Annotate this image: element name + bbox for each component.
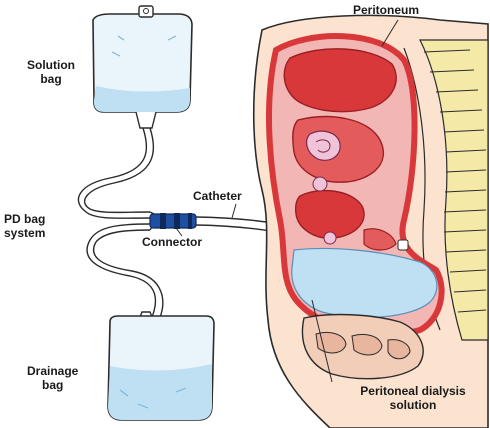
drainage-bag-label-line2: bag [27,378,78,392]
drainage-bag-label-line1: Drainage [27,364,78,378]
drainage-bag [108,312,214,420]
peritoneal-dialysis-solution-label: Peritoneal dialysis solution [338,384,488,412]
catheter-pointer [232,204,236,218]
abdomen-cross-section [254,15,488,428]
pd-bag-system-label-line2: system [4,226,45,240]
solution-bag [93,6,192,128]
pd-solution-label-line2: solution [338,398,488,412]
peritoneum-label: Peritoneum [353,3,419,17]
solution-bag-label-line1: Solution [27,58,75,72]
connector [150,213,196,229]
catheter-label: Catheter [193,189,242,203]
solution-bag-label: Solution bag [27,58,75,86]
pd-solution-label-line1: Peritoneal dialysis [338,384,488,398]
connector-label: Connector [142,235,202,249]
pd-bag-system-label: PD bag system [4,212,45,240]
pd-bag-system-label-line1: PD bag [4,212,45,226]
drainage-bag-label: Drainage bag [27,364,78,392]
solution-bag-label-line2: bag [27,72,75,86]
